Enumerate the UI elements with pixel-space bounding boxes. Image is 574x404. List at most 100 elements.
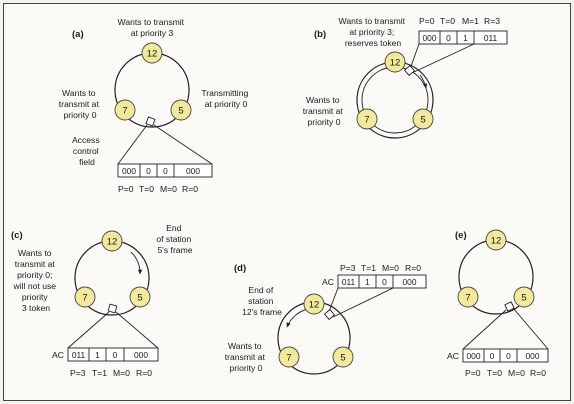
svg-text:P=0: P=0 (419, 16, 435, 26)
panel-b-station-5 (412, 108, 434, 130)
svg-text:T=0: T=0 (139, 184, 154, 194)
panel-e-bit-values: P=0 T=0 M=0 R=0 (465, 368, 546, 378)
panel-b-cell-monitor: 1 (463, 33, 468, 43)
panel-b-cell-reservation: 011 (484, 33, 498, 43)
panel-e-label: (e) (455, 230, 467, 241)
panel-e-station-12-label: 12 (491, 236, 502, 247)
svg-text:T=0: T=0 (487, 368, 502, 378)
panel-a-note-station-7: Wants to transmit at priority 0 (59, 88, 102, 120)
panel-b-cell-token: 0 (446, 33, 451, 43)
panel-b-direction-arrow (419, 74, 428, 89)
panel-c-station-5-label: 5 (137, 293, 142, 304)
panel-b-note-station-7: Wants to transmit at priority 0 (303, 95, 346, 127)
svg-text:M=0: M=0 (160, 184, 177, 194)
panel-a-station-7-label: 7 (122, 106, 127, 117)
panel-b-label: (b) (314, 29, 326, 40)
panel-a-cell-reservation: 000 (186, 166, 200, 176)
svg-text:M=0: M=0 (113, 368, 130, 378)
panel-c-station-5 (129, 286, 151, 308)
panel-c-cell-monitor: 0 (113, 350, 118, 360)
svg-text:M=0: M=0 (508, 368, 525, 378)
panel-a-station-12-label: 12 (147, 49, 158, 60)
panel-e-ac-label: AC (447, 351, 459, 361)
panel-c-station-7-label: 7 (82, 293, 87, 304)
panel-a-note-station-5: Transmitting at priority 0 (201, 88, 250, 109)
svg-text:T=0: T=0 (440, 16, 455, 26)
panel-a-station-12 (141, 42, 163, 64)
panel-a-label: (a) (72, 29, 84, 40)
panel-b-station-7 (356, 108, 378, 130)
panel-d-access-control-field: 011 1 0 000 (337, 274, 427, 289)
panel-d-cell-token: 1 (365, 277, 370, 287)
panel-d-station-7 (278, 346, 300, 368)
svg-text:R=0: R=0 (530, 368, 546, 378)
panel-c-cell-reservation: 000 (134, 350, 148, 360)
panel-a-zoom-line-right (153, 124, 213, 165)
panel-c-zoom-line-left (67, 311, 110, 349)
panel-c-station-12 (101, 230, 123, 252)
panel-b-note-station-12: Wants to transmit at priority 3; reserve… (339, 16, 408, 48)
panel-a-cell-priority: 000 (122, 166, 136, 176)
panel-d-station-12-label: 12 (309, 300, 320, 311)
panel-a: (a) Wants to transmit at priority 3 12 7… (59, 17, 250, 194)
svg-text:T=1: T=1 (92, 368, 107, 378)
panel-b-station-7-label: 7 (364, 115, 369, 126)
panel-e-station-12 (485, 229, 507, 251)
panel-b-token-marker (403, 64, 416, 77)
svg-text:P=3: P=3 (70, 368, 86, 378)
panel-a-station-7 (114, 99, 136, 121)
panel-a-bit-values: P=0 T=0 M=0 R=0 (118, 184, 198, 194)
panel-c: (c) 12 7 5 Wants to transmit at priority… (11, 223, 193, 378)
panel-c-station-12-label: 12 (107, 237, 118, 248)
panel-e-cell-monitor: 0 (506, 351, 511, 361)
panel-a-station-5 (170, 99, 192, 121)
panel-a-token-marker (145, 116, 156, 127)
panel-e-zoom-line-left (462, 309, 507, 350)
panel-c-token-marker (107, 303, 118, 314)
panel-c-note-station-7: Wants to transmit at priority 0; will no… (13, 248, 59, 313)
panel-c-note-frame-end: End of station 5's frame (156, 223, 193, 255)
panel-b-cell-priority: 000 (423, 33, 437, 43)
panel-d-station-5-label: 5 (340, 353, 345, 364)
panel-e: (e) 12 7 5 AC 000 0 0 000 P=0 T=0 M=0 R=… (447, 229, 549, 378)
panel-d-zoom-line-right (332, 287, 394, 318)
panel-e-zoom-line-right (512, 307, 549, 350)
panel-b-zoom-line-right (413, 43, 475, 73)
panel-d-cell-priority: 011 (342, 277, 356, 287)
panel-d: (d) P=3 T=1 M=0 R=0 AC 011 1 0 000 12 7 … (225, 263, 427, 375)
panel-e-access-control-field: 000 0 0 000 (462, 348, 549, 363)
svg-text:P=0: P=0 (465, 368, 481, 378)
panel-a-cell-token: 0 (146, 166, 151, 176)
panel-d-ac-label: AC (322, 277, 334, 287)
panel-e-token-marker (504, 301, 515, 312)
panel-a-station-5-label: 5 (178, 106, 183, 117)
panel-b: (b) Wants to transmit at priority 3; res… (303, 16, 508, 139)
panel-b-zoom-line-left (409, 43, 420, 70)
panel-e-cell-reservation: 000 (526, 351, 540, 361)
panel-b-access-control-field: 000 0 1 011 (418, 30, 508, 45)
panel-e-cell-priority: 000 (467, 351, 481, 361)
panel-e-station-5 (513, 286, 535, 308)
panel-c-frame-end-arrow (130, 251, 143, 275)
panel-e-station-5-label: 5 (521, 293, 526, 304)
panel-a-zoom-line-left (117, 124, 148, 165)
panel-d-note-station-7: Wants to transmit at priority 0 (225, 341, 268, 373)
panel-d-note-frame-end: End of station 12's frame (242, 285, 282, 317)
panel-e-cell-token: 0 (490, 351, 495, 361)
panel-c-ac-label: AC (52, 350, 64, 360)
panel-b-station-5-label: 5 (420, 115, 425, 126)
panel-c-label: (c) (11, 230, 23, 241)
svg-text:R=3: R=3 (484, 16, 500, 26)
panel-c-bit-values: P=3 T=1 M=0 R=0 (70, 368, 152, 378)
panel-d-cell-reservation: 000 (403, 277, 417, 287)
svg-text:T=1: T=1 (361, 263, 376, 273)
panel-b-station-12 (384, 51, 406, 73)
figure-border (3, 3, 571, 401)
svg-text:M=1: M=1 (462, 16, 479, 26)
svg-text:R=0: R=0 (182, 184, 198, 194)
panel-d-station-5 (332, 346, 354, 368)
panel-c-access-control-field: 011 1 0 000 (67, 347, 159, 362)
panel-a-note-station-12: Wants to transmit at priority 3 (118, 17, 187, 38)
panel-c-zoom-line-right (115, 311, 159, 349)
